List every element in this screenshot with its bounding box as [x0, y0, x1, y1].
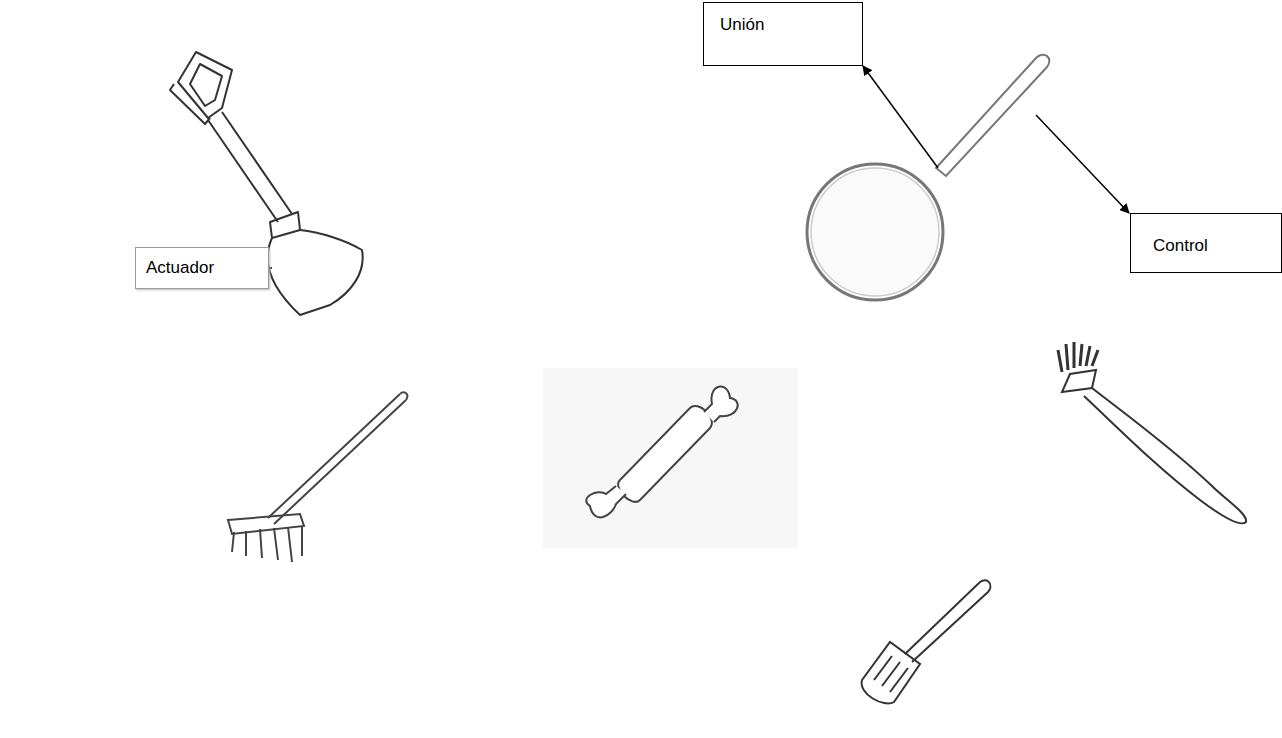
rake — [228, 392, 407, 562]
toothbrush — [1058, 342, 1246, 523]
callout-box: Actuador — [135, 247, 269, 289]
spatula — [862, 580, 991, 703]
part-label: Unión — [720, 15, 764, 35]
part-label: Control — [1153, 236, 1208, 256]
callout-box: Unión — [703, 2, 863, 66]
rolling-pin — [586, 387, 737, 518]
part-label: Actuador — [146, 258, 214, 278]
leader-arrows — [171, 66, 1129, 268]
strainer — [807, 55, 1049, 300]
callout-box: Control — [1130, 213, 1282, 273]
picture-background — [543, 368, 798, 548]
